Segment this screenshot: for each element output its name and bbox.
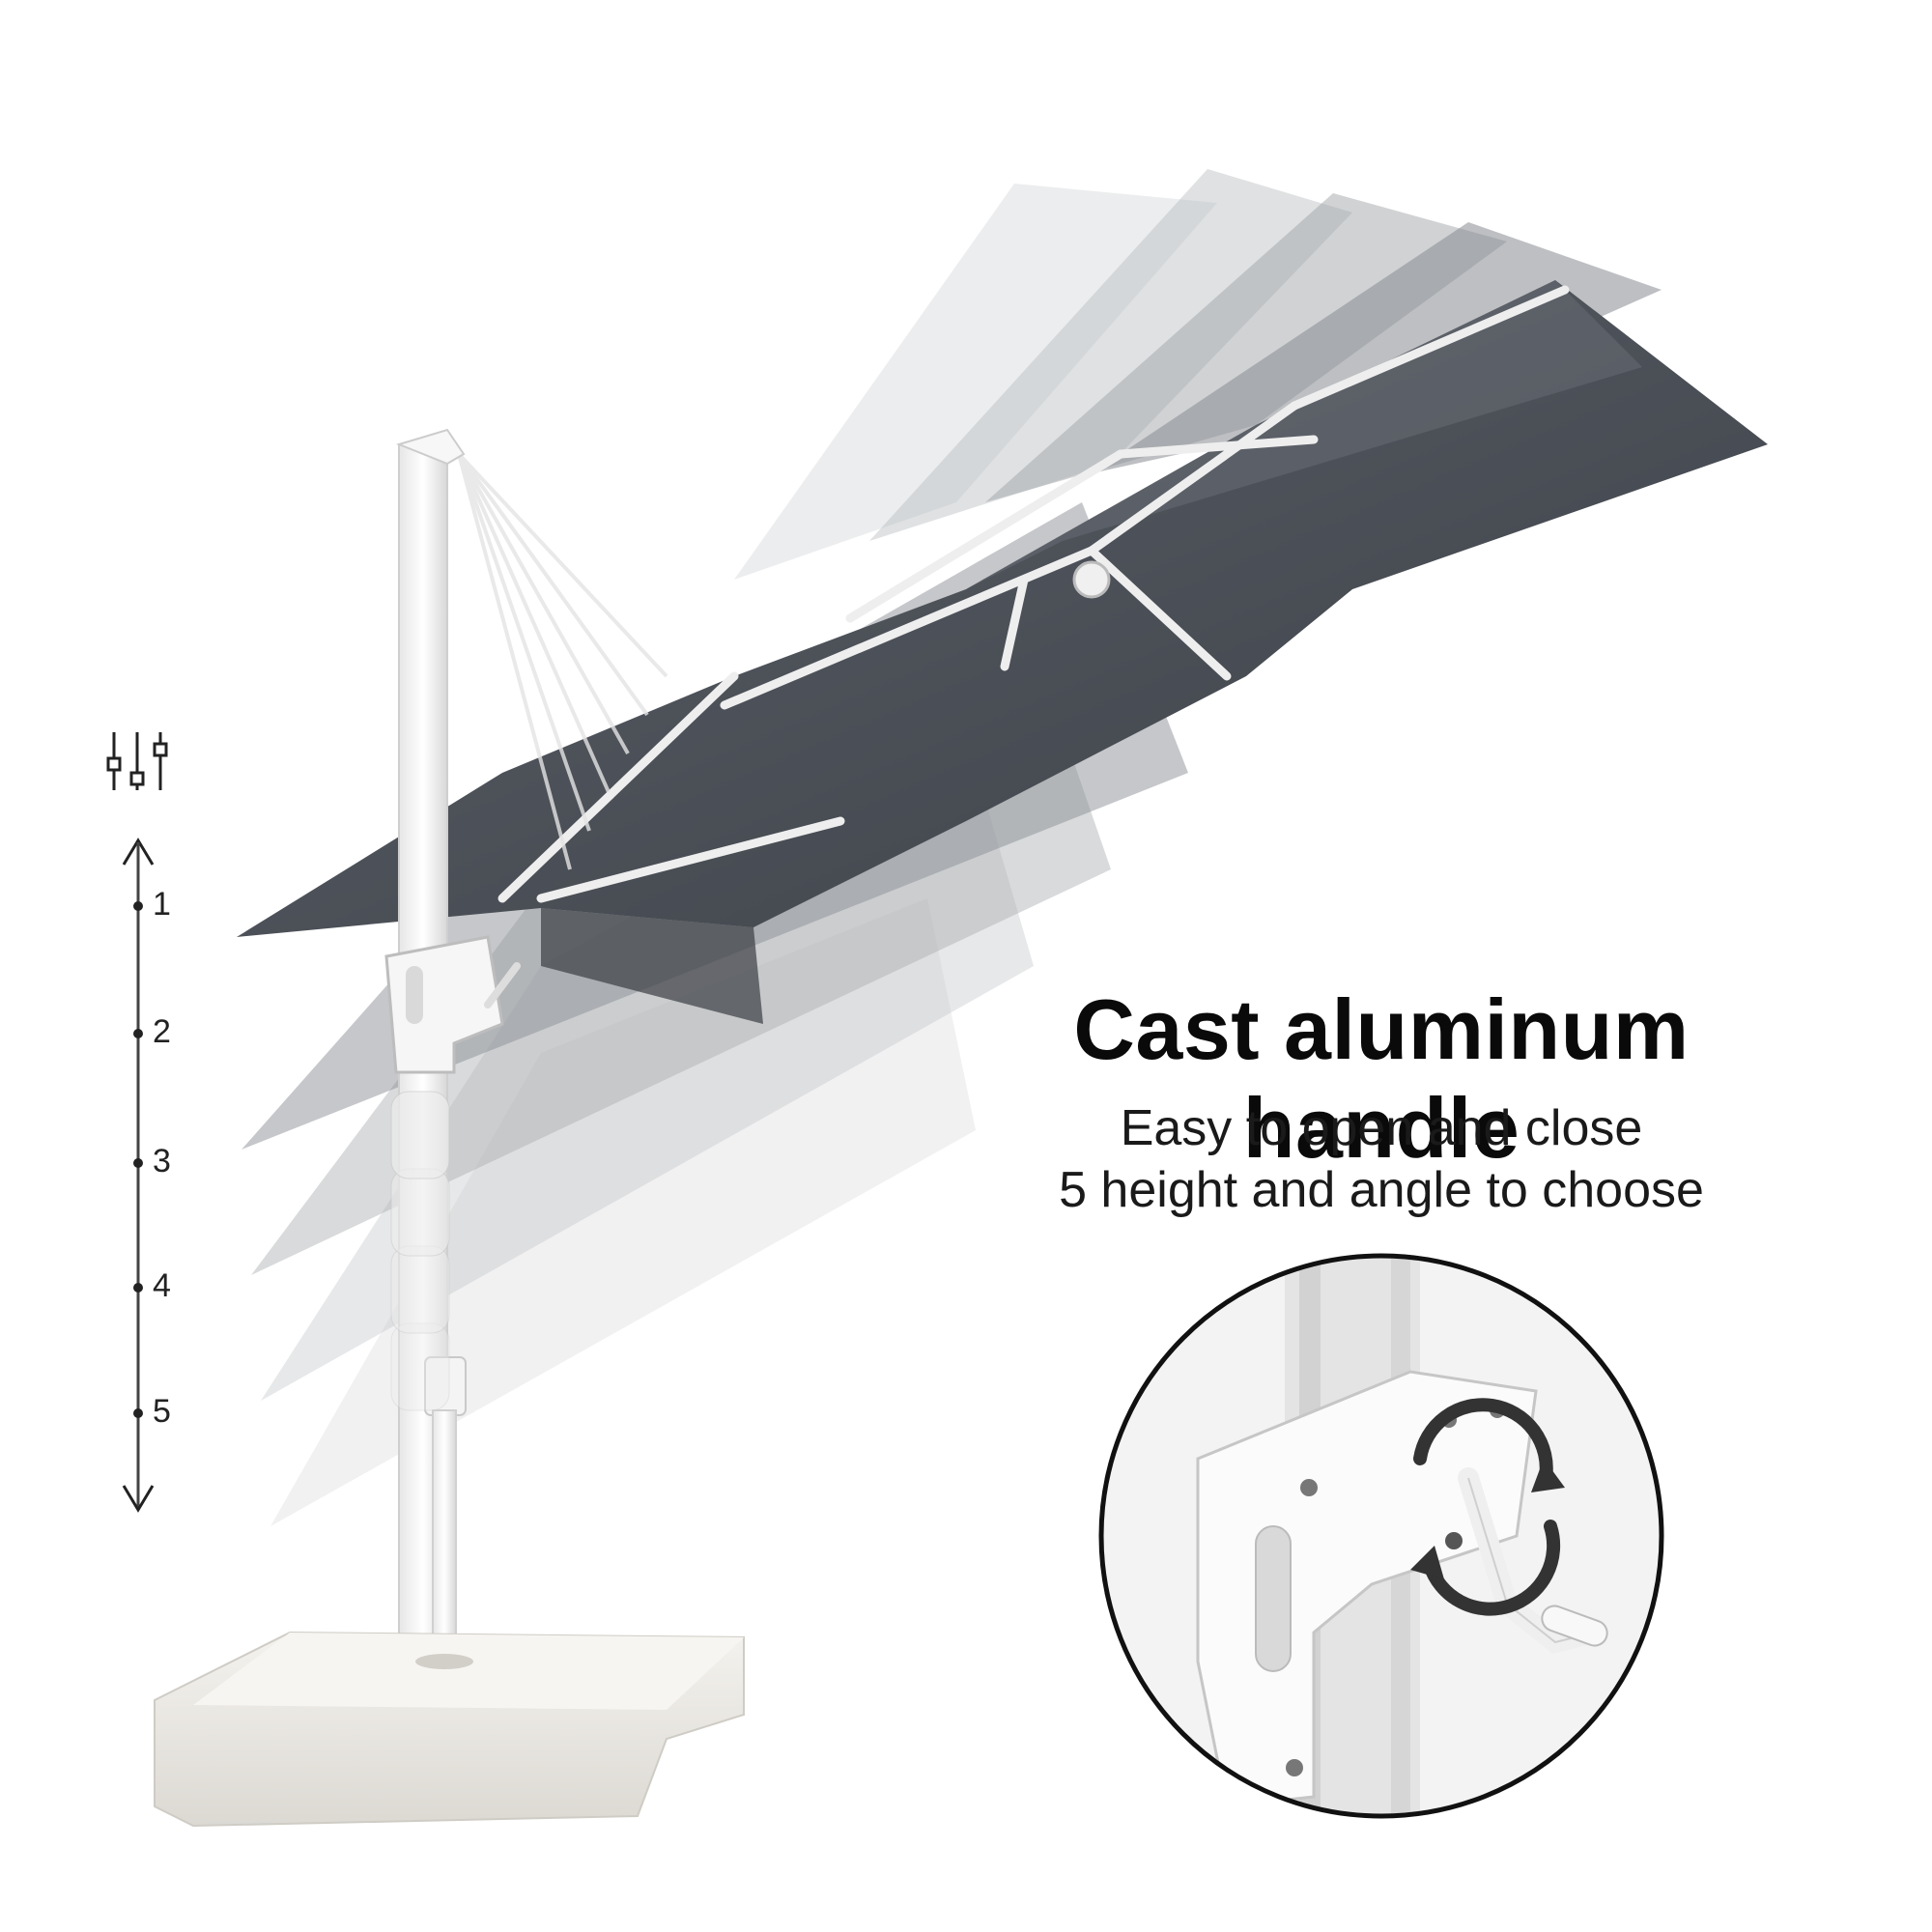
main-canopy — [237, 280, 1768, 1024]
rotate-arrows-icon — [1410, 1398, 1565, 1616]
height-scale — [106, 732, 168, 1513]
height-level-1: 1 — [153, 886, 171, 923]
height-level-3: 3 — [153, 1143, 171, 1179]
crank-handle-positions — [384, 935, 521, 1411]
subheadline-line-1: Easy to open and close — [1120, 1100, 1643, 1156]
height-level-5: 5 — [153, 1393, 171, 1430]
arrow-up-icon — [122, 838, 155, 866]
arrow-down-icon — [122, 1485, 155, 1513]
subheadline-line-2: 5 height and angle to choose — [1059, 1162, 1704, 1218]
support-arm-fan — [457, 452, 668, 870]
sliders-icon — [106, 732, 168, 790]
headline: Cast aluminum handle — [1073, 981, 1690, 1176]
height-level-2: 2 — [153, 1013, 171, 1050]
handle-closeup — [1098, 1253, 1664, 1819]
height-level-4: 4 — [153, 1267, 171, 1304]
umbrella-base — [154, 1631, 745, 1828]
